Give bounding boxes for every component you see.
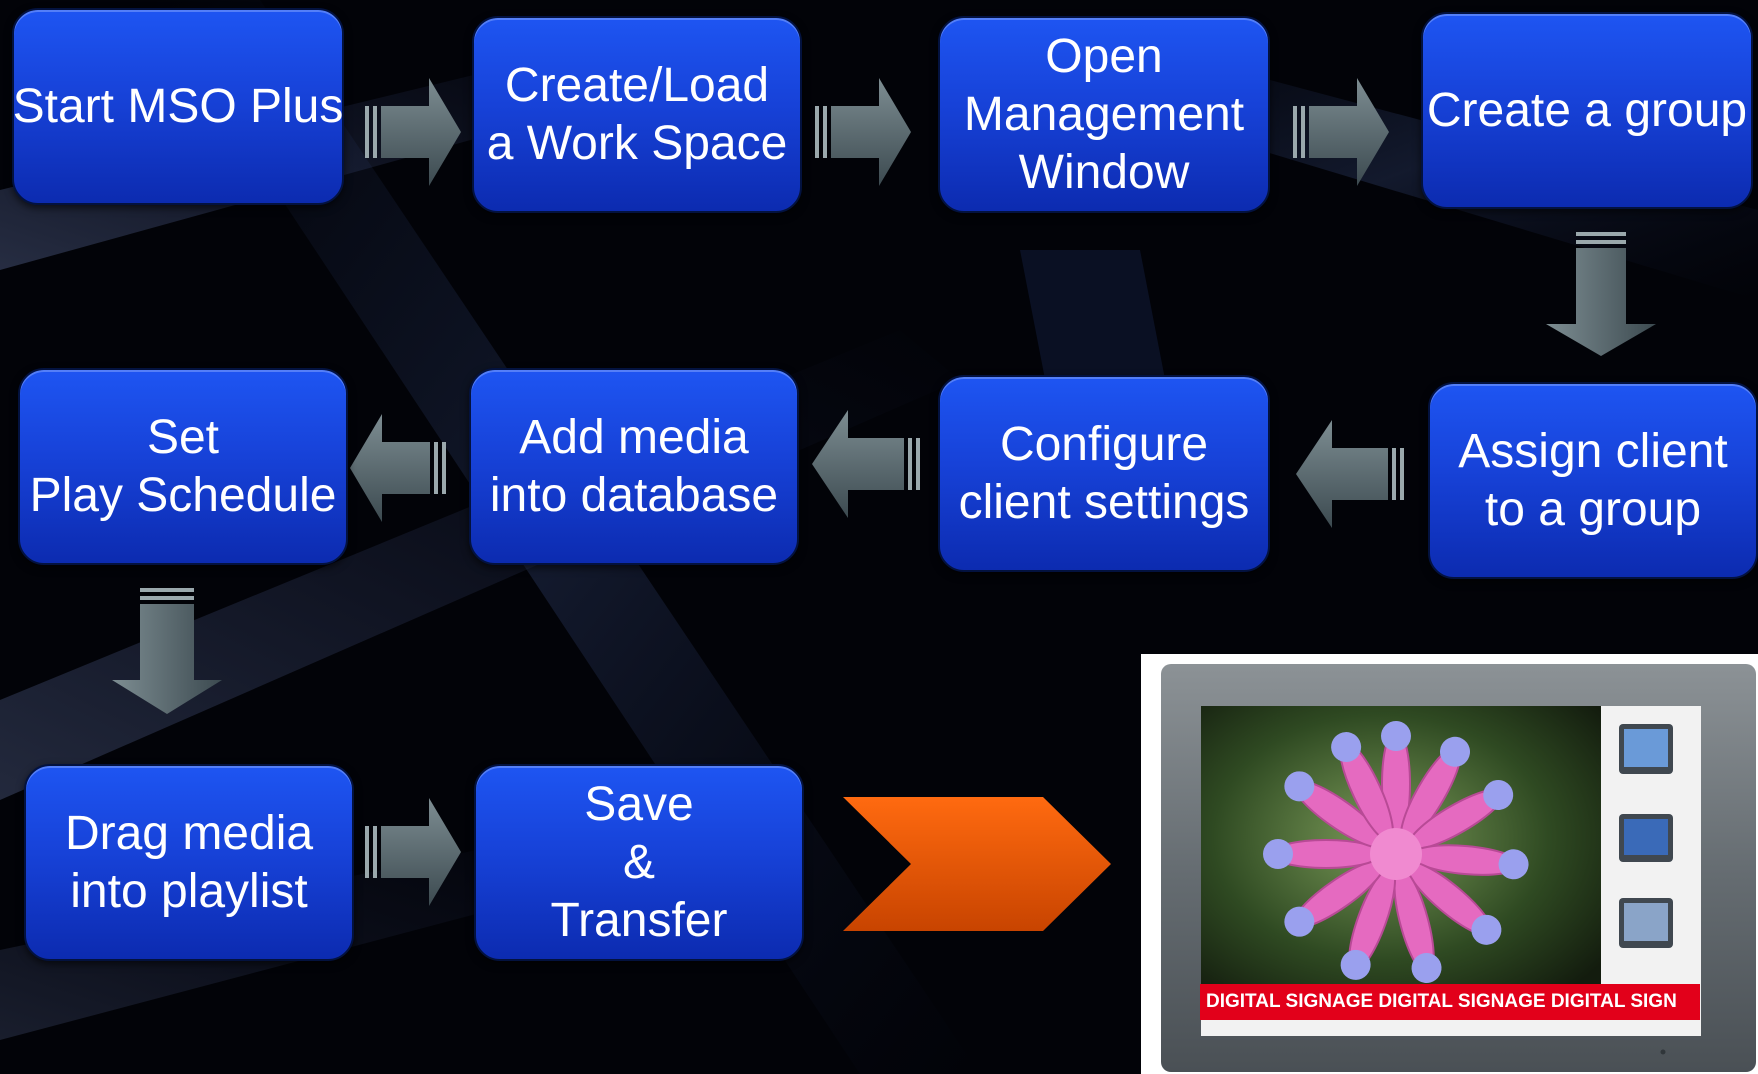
step-configure-client-settings[interactable]: Configure client settings (938, 375, 1270, 572)
step-label: Assign client (1458, 424, 1728, 478)
step-save-transfer[interactable]: Save & Transfer (474, 764, 804, 961)
step-label: into playlist (70, 864, 308, 918)
arrow-right-icon (815, 78, 911, 186)
step-label: Open (1045, 29, 1163, 83)
step-label: Window (1018, 145, 1190, 199)
step-add-media-database[interactable]: Add media into database (469, 368, 799, 565)
step-label: Add media (519, 410, 749, 464)
step-label: Create/Load (504, 58, 770, 112)
arrow-left-icon (812, 410, 920, 518)
display-ticker: DIGITAL SIGNAGE DIGITAL SIGNAGE DIGITAL … (1200, 984, 1700, 1020)
step-start-mso-plus[interactable]: Start MSO Plus (12, 8, 344, 205)
arrow-down-icon (112, 588, 222, 714)
step-label: Start MSO Plus (12, 79, 344, 133)
display-panel (1141, 654, 1758, 1074)
step-label: Configure (999, 417, 1209, 471)
chevron-right-icon (843, 797, 1111, 931)
step-label: Play Schedule (29, 468, 337, 522)
arrow-down-icon (1546, 232, 1656, 356)
step-label: Drag media (64, 806, 314, 860)
step-assign-client-to-group[interactable]: Assign client to a group (1428, 382, 1758, 579)
step-label: into database (489, 468, 779, 522)
arrow-left-icon (350, 414, 446, 522)
arrow-right-icon (1293, 78, 1389, 186)
step-create-group[interactable]: Create a group (1421, 12, 1753, 209)
step-label: to a group (1484, 482, 1702, 536)
step-drag-media-playlist[interactable]: Drag media into playlist (24, 764, 354, 961)
monitor-thumbnail-icon (1619, 724, 1673, 948)
arrow-right-icon (365, 78, 461, 186)
signage-monitor-image (1161, 664, 1756, 1072)
step-create-load-workspace[interactable]: Create/Load a Work Space (472, 16, 802, 213)
arrow-left-icon (1296, 420, 1404, 528)
step-label: Save (584, 777, 694, 831)
step-label: client settings (958, 475, 1250, 529)
step-label: Management (963, 87, 1245, 141)
step-label: & (622, 835, 655, 889)
step-label: Transfer (550, 893, 728, 947)
step-open-management-window[interactable]: Open Management Window (938, 16, 1270, 213)
step-label: Create a group (1426, 83, 1748, 137)
step-label: Set (146, 410, 220, 464)
step-set-play-schedule[interactable]: Set Play Schedule (18, 368, 348, 565)
arrow-right-icon (365, 798, 461, 906)
step-label: a Work Space (486, 116, 788, 170)
